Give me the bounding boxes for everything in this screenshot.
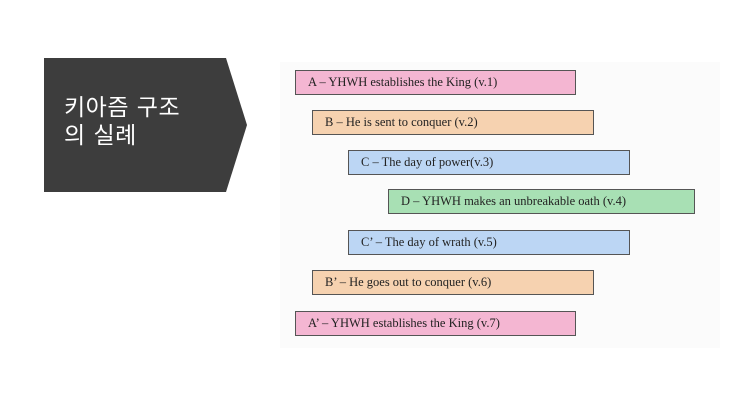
chiasm-row-c-prime: C’ – The day of wrath (v.5) bbox=[348, 230, 630, 255]
slide-title: 키아즘 구조 의 실례 bbox=[64, 94, 180, 150]
slide-title-line-1: 키아즘 구조 bbox=[64, 95, 181, 121]
title-banner: 키아즘 구조 의 실례 bbox=[44, 58, 247, 192]
chiasm-row-d: D – YHWH makes an unbreakable oath (v.4) bbox=[388, 189, 695, 214]
chiasm-row-b: B – He is sent to conquer (v.2) bbox=[312, 110, 594, 135]
chiasm-diagram: A – YHWH establishes the King (v.1) B – … bbox=[280, 62, 720, 348]
chiasm-row-a: A – YHWH establishes the King (v.1) bbox=[295, 70, 576, 95]
chiasm-row-b-prime: B’ – He goes out to conquer (v.6) bbox=[312, 270, 594, 295]
title-arrow-shape bbox=[44, 58, 247, 192]
chiasm-row-a-prime: A’ – YHWH establishes the King (v.7) bbox=[295, 311, 576, 336]
slide-title-line-2: 의 실례 bbox=[64, 123, 137, 149]
chiasm-row-c: C – The day of power(v.3) bbox=[348, 150, 630, 175]
